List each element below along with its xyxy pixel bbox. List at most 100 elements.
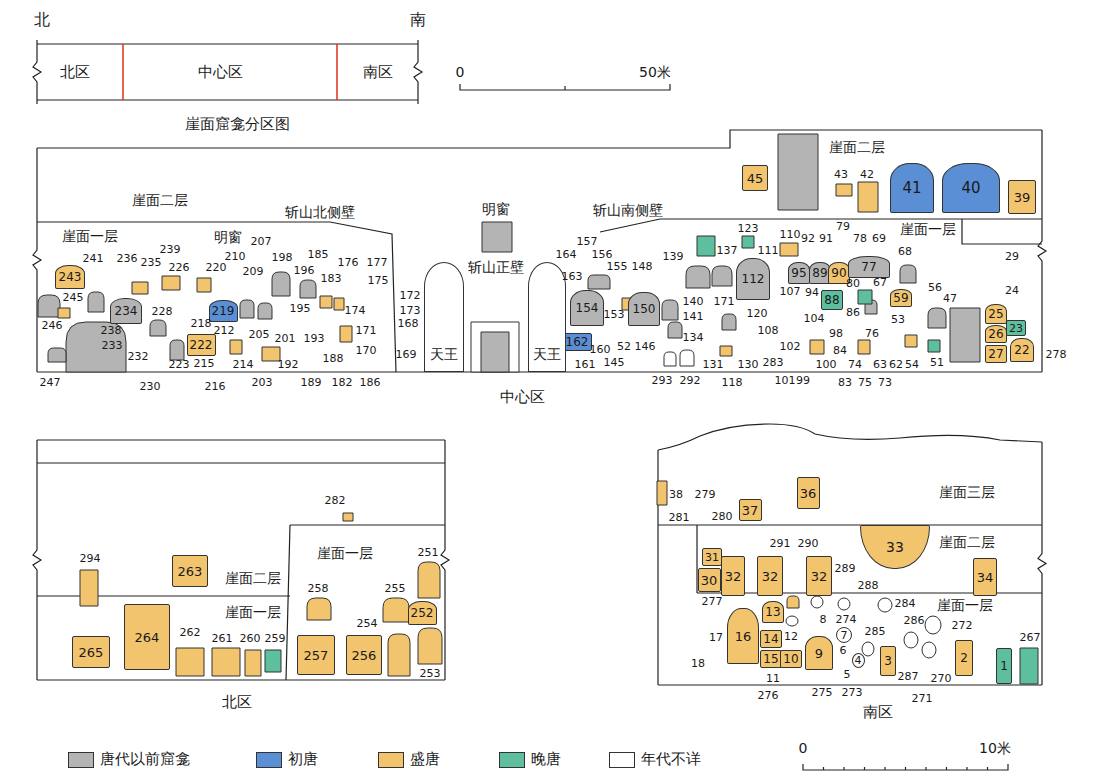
region-label: 50米 <box>639 65 671 79</box>
niche-shape <box>212 648 240 676</box>
niche-shape <box>343 513 353 521</box>
niche-number: 31 <box>705 552 719 563</box>
callout-number: 42 <box>860 169 874 180</box>
callout-number: 118 <box>722 377 743 388</box>
niche-box: 14 <box>760 630 782 648</box>
niche-shape <box>340 326 352 342</box>
niche-number: 9 <box>815 647 823 660</box>
callout-number: 168 <box>398 318 419 329</box>
region-label: 崖面一层 <box>317 546 373 560</box>
callout-number: 18 <box>691 658 705 669</box>
region-label: 崖面二层 <box>829 140 885 154</box>
callout-number: 284 <box>895 598 916 609</box>
niche-shape <box>657 481 667 505</box>
niche-shape <box>686 266 710 288</box>
niche-shape <box>950 308 980 362</box>
callout-number: 148 <box>632 261 653 272</box>
niche-number: 4 <box>855 655 862 666</box>
callout-number: 215 <box>194 358 215 369</box>
callout-number: 253 <box>420 668 441 679</box>
callout-number: 86 <box>846 307 860 318</box>
callout-number: 99 <box>796 375 810 386</box>
callout-number: 172 <box>400 290 421 301</box>
niche-box: 252 <box>408 601 437 625</box>
cliff-outline <box>905 767 906 770</box>
region-label: 崖面二层 <box>132 193 188 207</box>
callout-number: 239 <box>160 244 181 255</box>
region-label: 明窗 <box>482 202 510 216</box>
callout-number: 155 <box>607 261 628 272</box>
niche-number: 150 <box>633 303 656 315</box>
cliff-outline <box>884 767 885 770</box>
cliff-outline <box>414 40 422 104</box>
cliff-outline <box>564 86 565 90</box>
niche-shape <box>482 222 512 252</box>
callout-number: 258 <box>308 583 329 594</box>
niche-shape <box>245 650 261 676</box>
cliff-outline <box>962 219 1042 244</box>
callout-number: 29 <box>1005 251 1019 262</box>
callout-number: 164 <box>556 249 577 260</box>
legend-swatch <box>256 752 282 768</box>
niche-shape <box>862 642 874 656</box>
niche-shape <box>928 340 940 352</box>
cliff-outline <box>33 40 41 104</box>
callout-number: 177 <box>367 257 388 268</box>
callout-number: 68 <box>898 246 912 257</box>
cliff-outline <box>658 424 1042 450</box>
callout-number: 255 <box>385 583 406 594</box>
cliff-outline <box>286 525 290 680</box>
legend-text: 初唐 <box>288 752 318 767</box>
callout-number: 102 <box>780 341 801 352</box>
callout-number: 247 <box>40 377 61 388</box>
niche-number: 252 <box>411 607 434 619</box>
niche-shape <box>58 308 70 318</box>
callout-number: 277 <box>702 596 723 607</box>
legend-swatch <box>609 752 635 768</box>
callout-number: 120 <box>747 308 768 319</box>
callout-number: 83 <box>838 377 852 388</box>
callout-number: 280 <box>712 511 733 522</box>
callout-number: 226 <box>169 262 190 273</box>
callout-number: 43 <box>834 169 848 180</box>
niche-number: 14 <box>763 633 778 645</box>
cliff-outline <box>37 679 445 680</box>
niche-shape <box>858 182 878 212</box>
callout-number: 261 <box>212 633 233 644</box>
niche-box: 41 <box>890 163 934 213</box>
callout-number: 91 <box>819 233 833 244</box>
niche-number: 32 <box>762 570 779 583</box>
niche-number: 41 <box>902 181 921 196</box>
niche-box: 37 <box>739 499 762 521</box>
region-label: 中心区 <box>198 65 243 80</box>
niche-box: 112 <box>736 258 770 300</box>
niche-shape <box>588 275 610 289</box>
callout-number: 104 <box>804 313 825 324</box>
callout-number: 241 <box>83 253 104 264</box>
niche-shape <box>720 346 732 356</box>
niche-box: 1 <box>996 648 1012 684</box>
callout-number: 235 <box>141 257 162 268</box>
callout-number: 78 <box>853 233 867 244</box>
callout-number: 140 <box>683 296 704 307</box>
niche-number: 37 <box>742 504 759 517</box>
niche-number: 89 <box>812 267 827 279</box>
callout-number: 157 <box>577 236 598 247</box>
niche-box: 88 <box>821 290 843 310</box>
region-label: 崖面二层 <box>225 571 281 585</box>
callout-number: 279 <box>695 489 716 500</box>
niche-shape <box>742 236 754 248</box>
callout-number: 54 <box>905 359 919 370</box>
cliff-outline <box>823 767 824 770</box>
niche-box: 59 <box>890 289 912 307</box>
callout-number: 171 <box>714 296 735 307</box>
callout-number: 267 <box>1020 632 1041 643</box>
niche-number: 88 <box>824 294 839 306</box>
region-label: 北区 <box>60 65 90 80</box>
niche-box: 27 <box>985 345 1007 363</box>
callout-number: 245 <box>63 292 84 303</box>
niche-box: 31 <box>702 548 722 566</box>
niche-box: 77 <box>848 256 890 278</box>
callout-number: 276 <box>758 690 779 701</box>
niche-box: 45 <box>742 165 768 191</box>
